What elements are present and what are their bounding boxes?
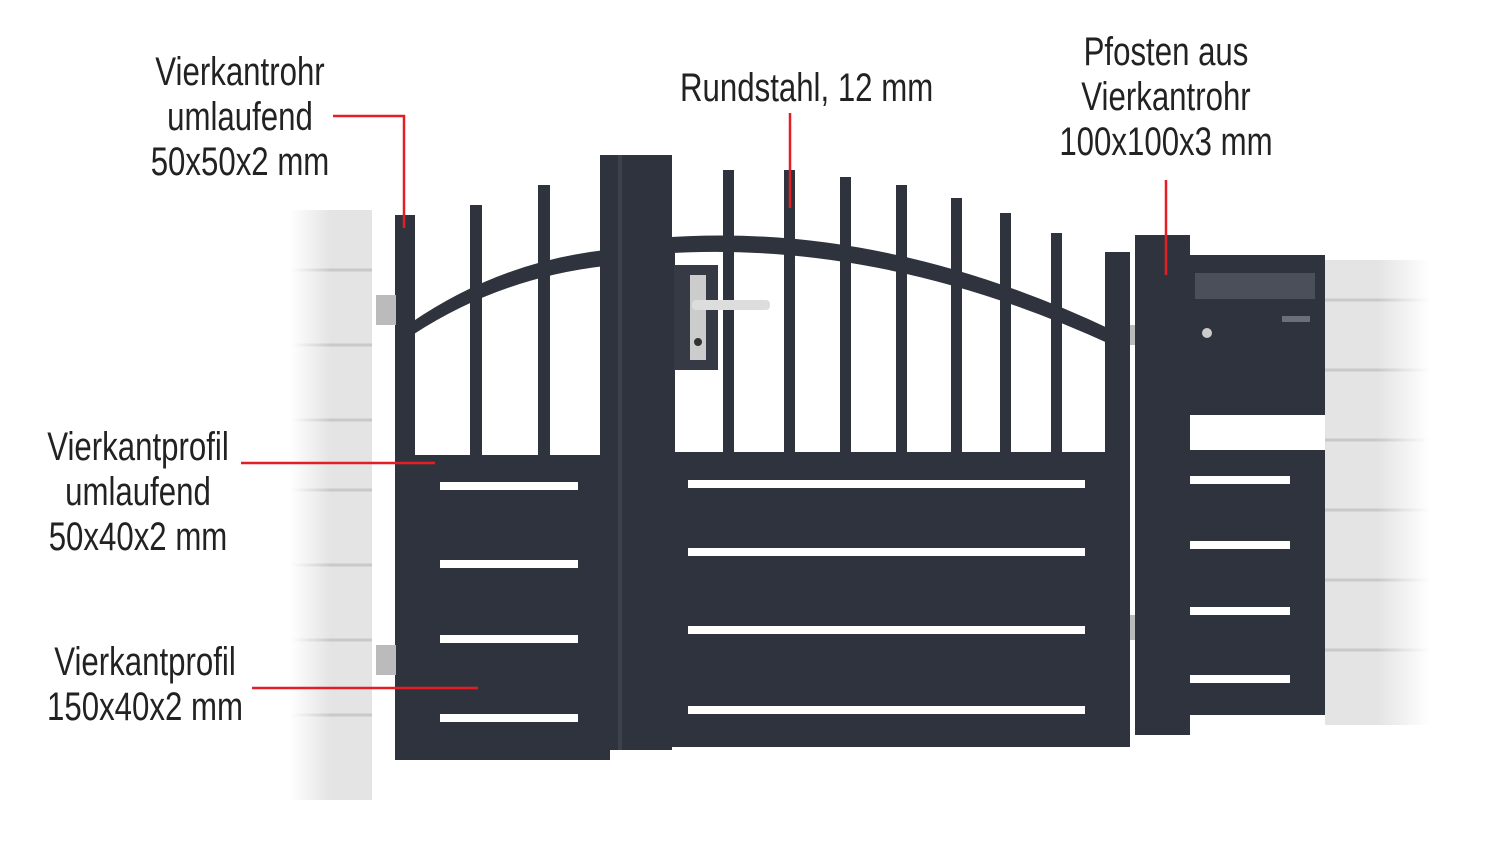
label-post: Pfosten aus Vierkantrohr 100x100x3 mm: [1057, 30, 1275, 165]
leader-lines: [241, 113, 1168, 690]
label-line: 50x50x2 mm: [150, 140, 330, 184]
label-line: 50x40x2 mm: [48, 515, 228, 559]
brick-pillar-left: [290, 210, 372, 800]
label-line: Pfosten aus: [1083, 30, 1249, 74]
label-line: umlaufend: [65, 470, 211, 514]
label-line: Vierkantprofil: [54, 640, 236, 684]
door-handle[interactable]: [692, 300, 770, 310]
label-bars: Rundstahl, 12 mm: [680, 66, 934, 111]
leader-frame: [333, 114, 406, 228]
gate-leaf-right: [655, 170, 1145, 747]
label-profile-frame: Vierkantprofil umlaufend 50x40x2 mm: [37, 425, 240, 560]
label-line: Rundstahl, 12 mm: [680, 66, 934, 110]
label-profile-panel: Vierkantprofil 150x40x2 mm: [44, 640, 247, 730]
label-line: Vierkantrohr: [1081, 75, 1251, 119]
label-line: 100x100x3 mm: [1059, 120, 1273, 164]
lock-plate: [690, 275, 706, 360]
label-line: 150x40x2 mm: [47, 685, 243, 729]
label-line: Vierkantrohr: [155, 50, 325, 94]
label-frame: Vierkantrohr umlaufend 50x50x2 mm: [146, 50, 333, 185]
gate-leaf-left: [376, 185, 610, 760]
brick-pillar-right: [1325, 260, 1430, 725]
fence-post-right: [1135, 235, 1325, 735]
label-line: Vierkantprofil: [47, 425, 229, 469]
label-line: umlaufend: [167, 95, 313, 139]
